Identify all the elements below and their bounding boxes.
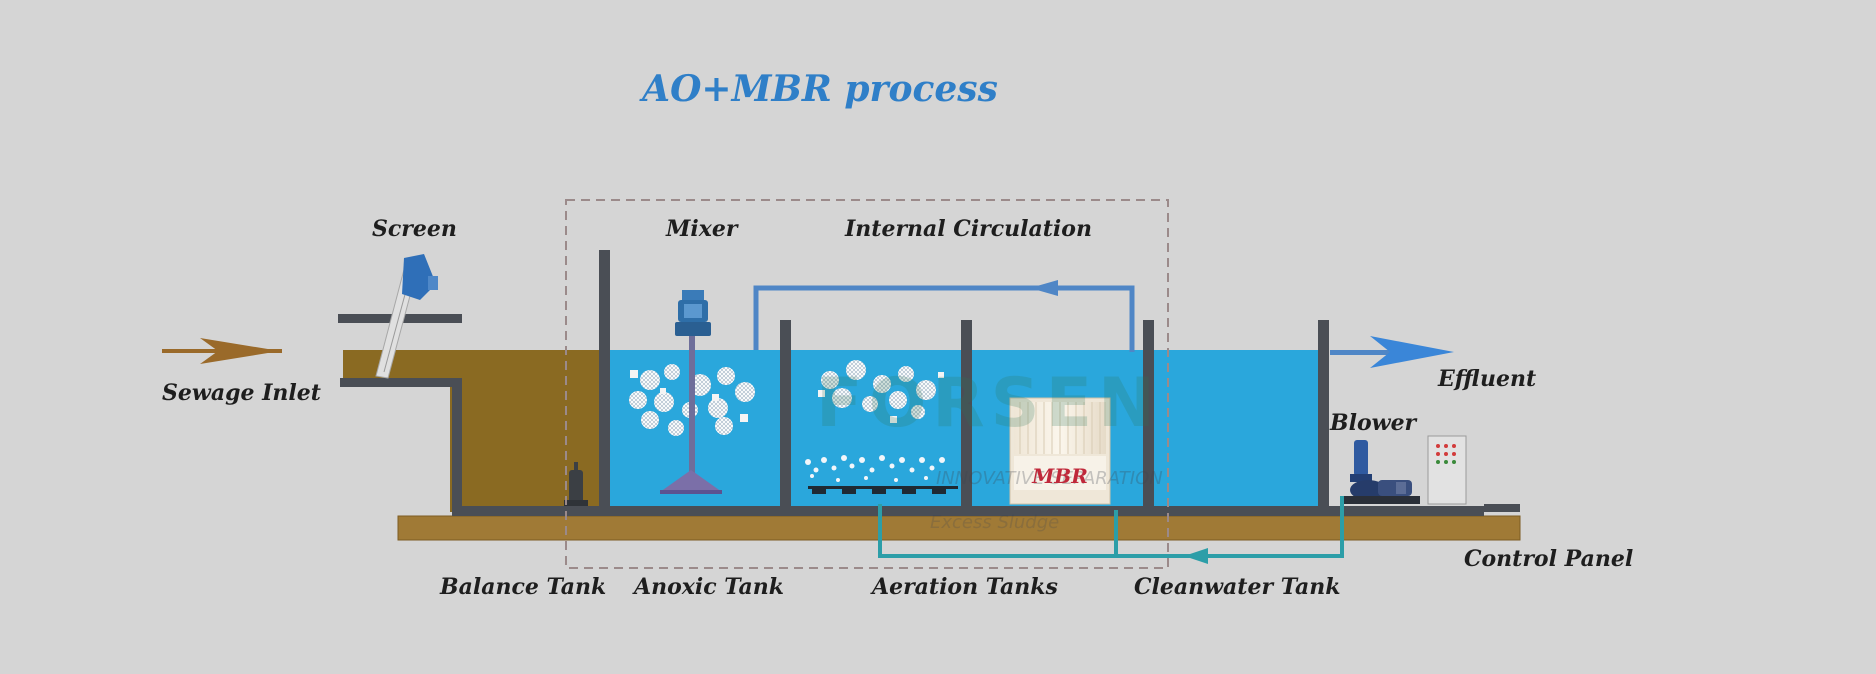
wall-aeration-mid: [961, 320, 972, 510]
label-sewage-inlet: Sewage Inlet: [162, 380, 321, 406]
diagram-title: AO+MBR process: [642, 68, 998, 110]
ao-boundary: [565, 199, 1169, 569]
effluent-arrow: [1330, 336, 1454, 368]
label-cleanwater-tank: Cleanwater Tank: [1134, 574, 1341, 600]
label-blower: Blower: [1330, 410, 1417, 436]
label-internal-circulation: Internal Circulation: [845, 216, 1092, 242]
submersible-pump: [564, 462, 588, 506]
aeration-media: [818, 360, 944, 423]
wall-aeration-cleanwater: [1143, 320, 1154, 510]
label-screen: Screen: [372, 216, 457, 242]
internal-circulation-arrow: [1030, 280, 1058, 296]
anoxic-media: [629, 364, 755, 436]
watermark-tagline: INNOVATIVE SEPARATION: [936, 468, 1163, 489]
mixer: [660, 290, 722, 494]
watermark-brand: FORSEN: [816, 364, 1161, 443]
mbr-module: [1009, 397, 1111, 505]
label-mbr: MBR: [1032, 464, 1088, 488]
internal-circulation-pipe: [753, 285, 1135, 352]
tank-floor: [452, 506, 1484, 516]
wall-cleanwater-end: [1318, 320, 1329, 510]
wall-balance-anoxic: [599, 250, 610, 510]
label-anoxic-tank: Anoxic Tank: [634, 574, 785, 600]
blower: [1340, 440, 1420, 504]
air-supply-arrow: [1184, 548, 1208, 564]
label-control-panel: Control Panel: [1464, 546, 1634, 572]
control-panel: [1427, 435, 1520, 512]
label-effluent: Effluent: [1438, 366, 1537, 392]
aeration-bubbles: [805, 455, 945, 482]
diffusers: [808, 486, 958, 494]
channel-floor: [340, 378, 462, 387]
sewage-inlet-arrow: [162, 338, 282, 364]
wall-anoxic-aeration: [780, 320, 791, 510]
air-supply-pipe: [878, 496, 1344, 558]
watermark-sludge: Excess Sludge: [930, 512, 1060, 533]
screen-equipment: [338, 254, 462, 379]
ground-slab: [398, 516, 1520, 540]
balance-tank-left-wall: [452, 378, 462, 516]
label-balance-tank: Balance Tank: [440, 574, 607, 600]
label-mixer: Mixer: [666, 216, 738, 242]
label-aeration-tanks: Aeration Tanks: [872, 574, 1058, 600]
